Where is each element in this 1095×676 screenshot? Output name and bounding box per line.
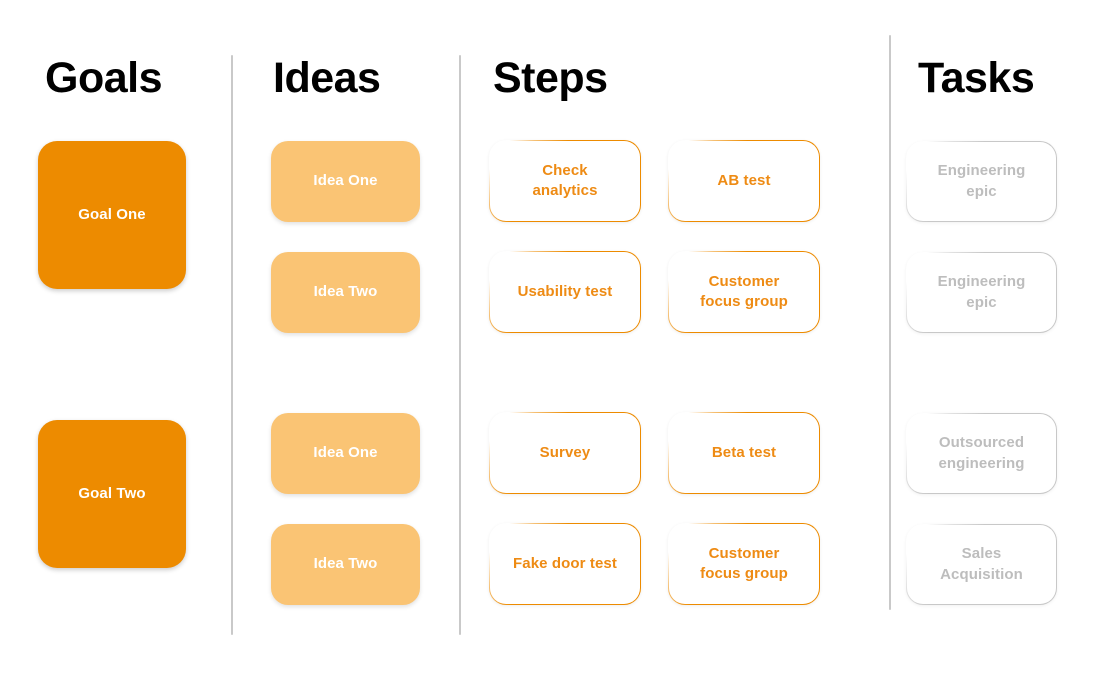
task-card[interactable]: Outsourced engineering — [906, 413, 1057, 494]
task-card[interactable]: Engineering epic — [906, 141, 1057, 222]
idea-card[interactable]: Idea Two — [271, 524, 420, 605]
column-title-ideas: Ideas — [273, 54, 381, 102]
idea-card[interactable]: Idea One — [271, 141, 420, 222]
step-card[interactable]: Survey — [489, 412, 641, 494]
column-title-steps: Steps — [493, 54, 608, 102]
column-title-tasks: Tasks — [918, 54, 1035, 102]
step-card[interactable]: Usability test — [489, 251, 641, 333]
column-divider-steps-tasks — [889, 35, 891, 610]
idea-card[interactable]: Idea One — [271, 413, 420, 494]
column-divider-ideas-steps — [459, 55, 461, 635]
step-card[interactable]: Beta test — [668, 412, 820, 494]
goal-card[interactable]: Goal Two — [38, 420, 186, 568]
step-card[interactable]: Customer focus group — [668, 251, 820, 333]
goal-card[interactable]: Goal One — [38, 141, 186, 289]
task-card[interactable]: Sales Acquisition — [906, 524, 1057, 605]
step-card[interactable]: AB test — [668, 140, 820, 222]
step-card[interactable]: Customer focus group — [668, 523, 820, 605]
column-divider-goals-ideas — [231, 55, 233, 635]
idea-card[interactable]: Idea Two — [271, 252, 420, 333]
step-card[interactable]: Check analytics — [489, 140, 641, 222]
step-card[interactable]: Fake door test — [489, 523, 641, 605]
task-card[interactable]: Engineering epic — [906, 252, 1057, 333]
column-title-goals: Goals — [45, 54, 163, 102]
